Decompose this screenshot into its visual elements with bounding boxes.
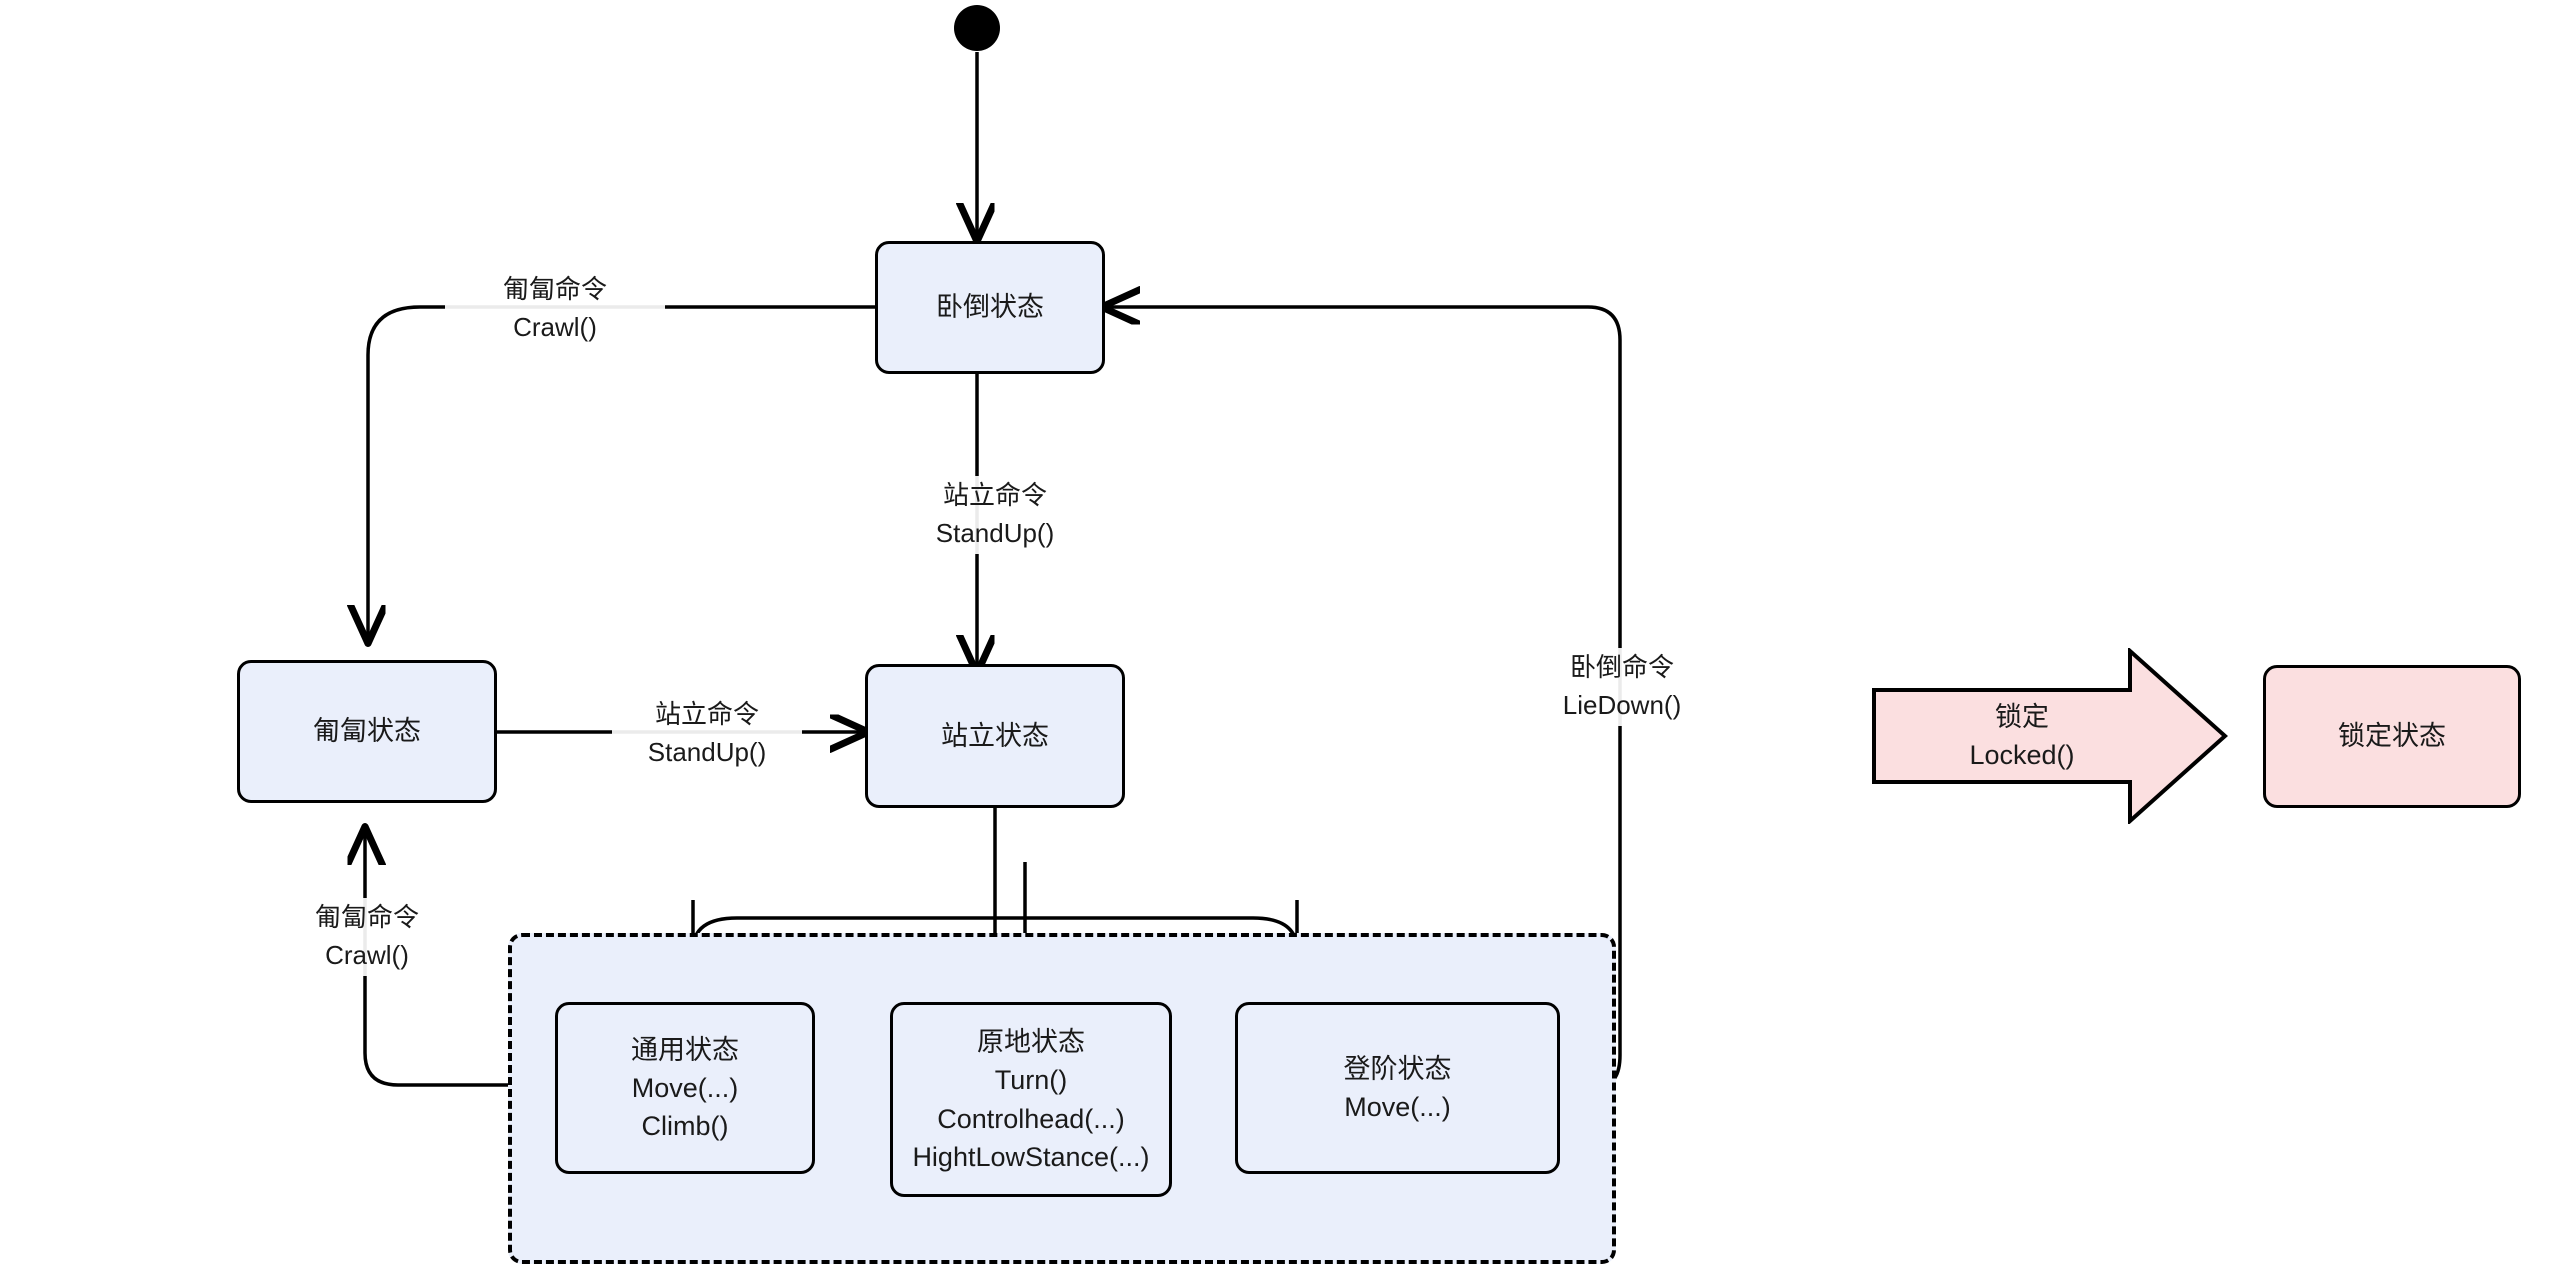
- locked-arrow-text: 锁定 Locked(): [1969, 698, 2074, 775]
- state-crawl[interactable]: 匍匐状态: [237, 660, 497, 803]
- state-stair-label-1: Move(...): [1344, 1092, 1451, 1122]
- state-general-label-2: Climb(): [641, 1111, 729, 1142]
- state-general[interactable]: 通用状态 Move(...) Climb(): [555, 1002, 815, 1174]
- edge-label-crawl-top-1: Crawl(): [513, 311, 597, 342]
- state-stair-label-0: 登阶状态: [1343, 1053, 1452, 1084]
- state-locked-label-0: 锁定状态: [2338, 721, 2446, 752]
- locked-arrow-label-1: Locked(): [1969, 740, 2075, 770]
- edge-label-standup-middle-1: StandUp(): [935, 517, 1055, 548]
- state-general-label-0: 通用状态: [631, 1034, 739, 1065]
- edge-label-crawl-top-0: 匍匐命令: [502, 274, 607, 304]
- state-stand-label-0: 站立状态: [941, 720, 1049, 751]
- edge-label-standup-left: 站立命令 StandUp(): [612, 695, 802, 773]
- edge-label-liedown-right: 卧倒命令 LieDown(): [1527, 648, 1717, 726]
- state-stair[interactable]: 登阶状态 Move(...): [1235, 1002, 1560, 1174]
- edge-label-crawl-top: 匍匐命令 Crawl(): [445, 270, 665, 348]
- edge-label-standup-left-0: 站立命令: [654, 699, 759, 729]
- state-stand[interactable]: 站立状态: [865, 664, 1125, 808]
- edge-label-standup-middle: 站立命令 StandUp(): [880, 476, 1110, 554]
- state-locked[interactable]: 锁定状态: [2263, 665, 2521, 808]
- state-in-place-label-1: Turn(): [994, 1065, 1068, 1096]
- locked-arrow-label-0: 锁定: [1994, 701, 2049, 732]
- state-lie-down[interactable]: 卧倒状态: [875, 241, 1105, 374]
- edge-label-crawl-bottom: 匍匐命令 Crawl(): [272, 898, 462, 976]
- edge-label-liedown-right-1: LieDown(): [1562, 689, 1682, 720]
- edge-label-liedown-right-0: 卧倒命令: [1569, 652, 1674, 682]
- edge-label-crawl-bottom-0: 匍匐命令: [314, 902, 419, 932]
- edge-label-crawl-bottom-1: Crawl(): [325, 939, 409, 970]
- edge-liedown-to-crawl: [368, 305, 875, 640]
- edge-label-standup-middle-0: 站立命令: [942, 480, 1047, 510]
- state-in-place-label-0: 原地状态: [977, 1026, 1085, 1057]
- locked-arrow-shape-icon: [1872, 648, 2228, 824]
- edge-label-standup-left-1: StandUp(): [647, 736, 767, 767]
- state-crawl-label-0: 匍匐状态: [313, 716, 421, 747]
- state-in-place[interactable]: 原地状态 Turn() Controlhead(...) HightLowSta…: [890, 1002, 1172, 1197]
- state-in-place-label-3: HightLowStance(...): [912, 1141, 1150, 1172]
- state-lie-down-label-0: 卧倒状态: [936, 292, 1044, 323]
- state-general-label-1: Move(...): [631, 1072, 739, 1103]
- locked-block-arrow[interactable]: 锁定 Locked(): [1872, 648, 2228, 824]
- start-node: [954, 5, 1000, 51]
- state-in-place-label-2: Controlhead(...): [937, 1103, 1125, 1134]
